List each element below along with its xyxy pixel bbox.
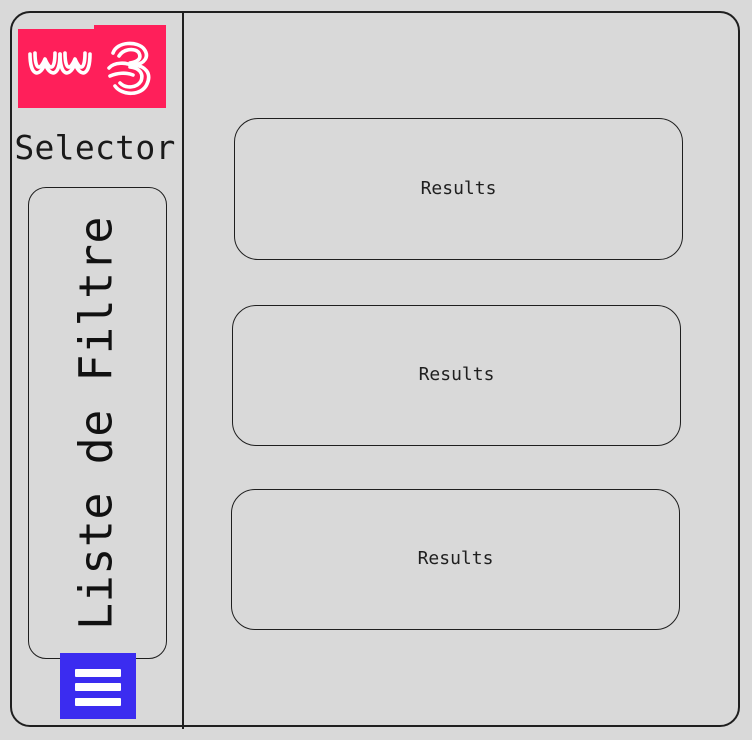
filter-list-panel[interactable] bbox=[28, 187, 167, 659]
selector-title: Selector bbox=[14, 127, 176, 167]
result-card[interactable]: Results bbox=[231, 489, 680, 630]
brand-logo-icon bbox=[28, 41, 151, 96]
filter-list-label: Liste de Filtre bbox=[69, 216, 123, 630]
result-label: Results bbox=[420, 177, 497, 199]
result-label: Results bbox=[417, 548, 494, 569]
hamburger-line-icon bbox=[75, 683, 121, 691]
result-label: Results bbox=[418, 364, 495, 385]
result-card[interactable]: Results bbox=[234, 118, 683, 260]
brand-logo bbox=[18, 25, 166, 108]
hamburger-line-icon bbox=[75, 669, 121, 677]
sidebar-divider bbox=[182, 11, 184, 729]
menu-button[interactable] bbox=[60, 653, 136, 719]
result-card[interactable]: Results bbox=[232, 305, 681, 446]
hamburger-line-icon bbox=[75, 698, 121, 706]
